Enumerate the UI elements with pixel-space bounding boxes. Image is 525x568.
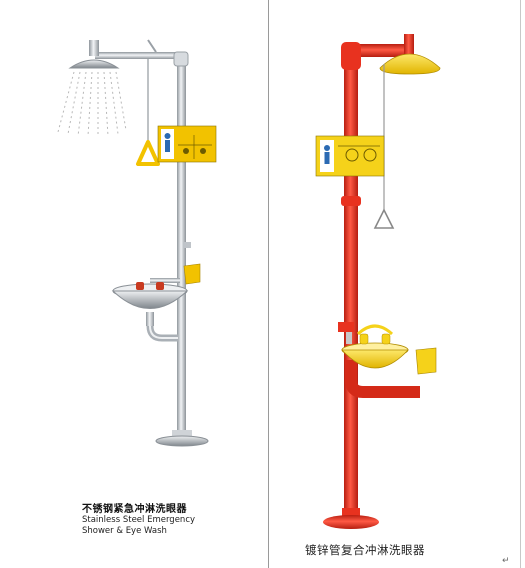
yellow-shower-head (379, 53, 441, 75)
left-product-panel: 不锈钢紧急冲淋洗眼器 Stainless Steel Emergency Sho… (57, 39, 217, 537)
right-frame-line (520, 0, 521, 568)
stainless-shower-illustration (57, 39, 217, 447)
red-base-plate (323, 515, 379, 529)
red-push-flag (415, 347, 437, 375)
base-plate (155, 435, 209, 447)
shower-arm (95, 52, 187, 59)
red-shower-arm (344, 44, 414, 57)
shower-head (68, 59, 120, 69)
water-spray (57, 71, 127, 137)
eyewash-bowl (111, 290, 189, 309)
riser-pipe (177, 54, 186, 434)
galvanized-shower-illustration (315, 34, 441, 529)
left-caption-en: Stainless Steel Emergency Shower & Eye W… (82, 515, 195, 537)
left-caption-en-line2: Shower & Eye Wash (82, 526, 167, 536)
paragraph-return-mark: ↵ (502, 556, 510, 566)
pull-handle-triangle (373, 208, 395, 229)
panel-divider (268, 0, 269, 568)
push-flag (183, 263, 201, 285)
right-caption-cn: 镀锌管复合冲淋洗眼器 (305, 543, 425, 557)
yellow-eyewash-bowl (341, 349, 409, 369)
red-riser-pipe (344, 60, 358, 520)
left-caption-en-line1: Stainless Steel Emergency (82, 515, 196, 525)
left-caption-cn: 不锈钢紧急冲淋洗眼器 (82, 504, 187, 515)
pull-handle (136, 140, 160, 166)
right-product-panel: 镀锌管复合冲淋洗眼器 (269, 0, 525, 568)
